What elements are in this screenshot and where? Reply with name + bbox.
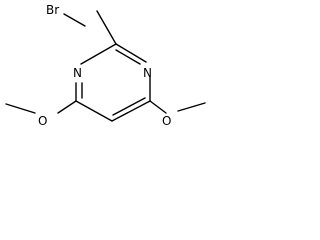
bond-c6-o-right (149, 100, 167, 114)
bond-c2-n-right (115, 43, 147, 63)
bond-o-left-methyl (5, 103, 36, 114)
bond-c2-n-right-double (115, 49, 141, 65)
bonds (5, 10, 206, 122)
bond-c2-n-left (80, 43, 117, 65)
atom-label-bromine: Br (46, 3, 59, 17)
atom-label-oxygen-left: O (38, 114, 47, 128)
atom-label-nitrogen-left: N (73, 66, 82, 80)
bond-c4-o-left (57, 100, 77, 114)
bond-c5-c6-double (112, 97, 146, 116)
bond-ch2-c2 (96, 10, 117, 45)
bond-c5-c6 (111, 100, 151, 122)
bond-br-ch2 (63, 13, 86, 27)
atom-label-oxygen-right: O (162, 114, 171, 128)
atom-label-nitrogen-right: N (143, 66, 152, 80)
bond-c4-c5 (75, 100, 113, 122)
bond-o-right-methyl (177, 102, 206, 112)
chemical-structure: Br N N O O (5, 3, 206, 128)
